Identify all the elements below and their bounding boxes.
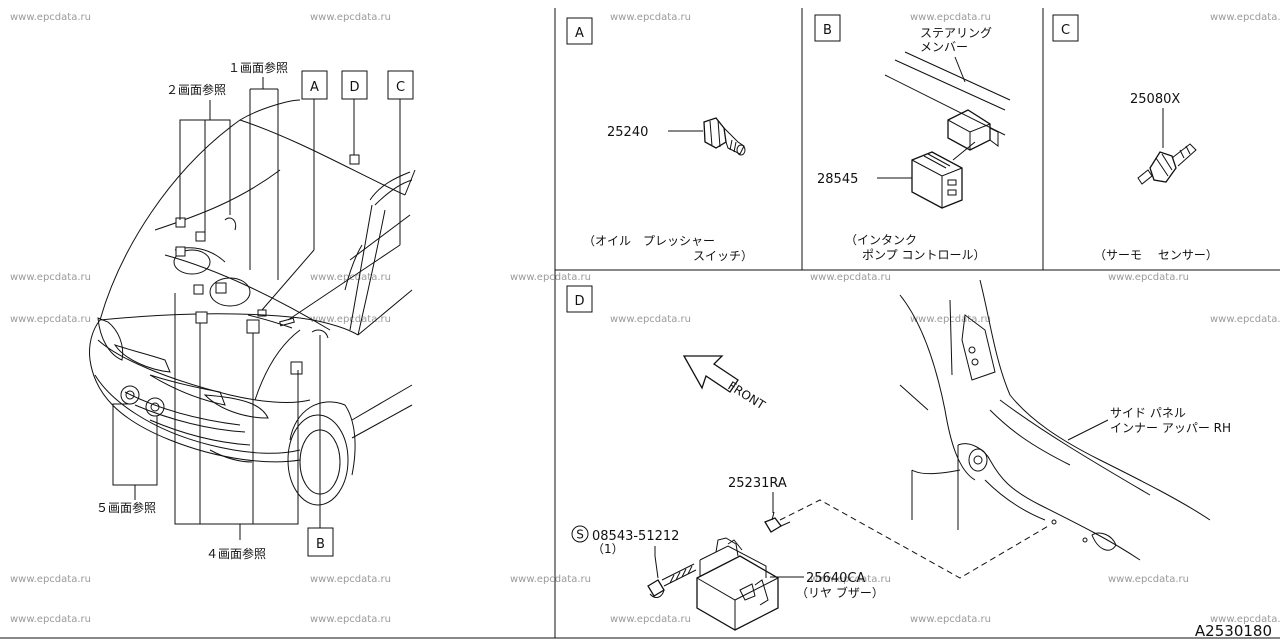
panel-d-letter: D [574,294,584,309]
watermark: www.epcdata.ru [910,12,991,23]
panel-b: B ステアリング メンバー 28545 （インタンク ポンプ コントロール） [814,14,1011,262]
callout-c: C [396,80,405,95]
bolt-symbol-circle [571,525,589,543]
callout-c-box [387,70,414,100]
steering-member-label-line1: ステアリング [920,26,992,40]
ref-page-1: １画面参照 [228,60,288,75]
rear-buzzer-part-number: 25640CA [806,571,865,586]
callout-b-box [307,527,334,557]
steering-member-label-line2: メンバー [920,40,968,54]
grommet-part-number: 25231RA [728,476,787,491]
watermark: www.epcdata.ru [310,314,391,325]
grommet-icon [764,511,791,533]
oil-pressure-switch-caption-line2: スイッチ） [693,249,753,263]
panel-d-letter-box [566,285,593,313]
rear-buzzer-name: （リヤ ブザー） [796,585,884,600]
watermark: www.epcdata.ru [610,314,691,325]
thermo-sensor-icon [1137,143,1197,185]
thermo-sensor-caption: （サーモ センサー） [1094,248,1218,262]
bolt-quantity: （1） [592,542,624,556]
front-label: FRONT [725,379,768,413]
watermark: www.epcdata.ru [810,574,891,585]
bolt-part-number: 08543-51212 [592,529,679,544]
watermark: www.epcdata.ru [10,12,91,23]
watermark: www.epcdata.ru [910,614,991,625]
steering-member [884,51,1011,151]
oil-pressure-switch-caption-line1: （オイル プレッシャー [583,234,715,248]
ref-page-2: ２画面参照 [166,82,226,97]
watermark: www.epcdata.ru [1210,614,1280,625]
watermark: www.epcdata.ru [310,12,391,23]
figure-id: A2530180 [1195,622,1272,640]
panel-c: C 25080X （サーモ センサー） [1052,14,1218,262]
ref-page-5: ５画面参照 [96,500,156,515]
side-panel-label-line1: サイド パネル [1110,406,1186,420]
ref-page-4: ４画面参照 [206,546,266,561]
pump-control-unit-icon [911,151,963,209]
bolt-symbol: S [576,528,584,542]
callout-a: A [310,80,319,95]
front-arrow-icon [682,355,739,393]
panel-a-letter-box [566,17,593,45]
panel-b-letter-box [814,14,841,42]
watermark: www.epcdata.ru [1210,12,1280,23]
watermark: www.epcdata.ru [510,574,591,585]
watermark: www.epcdata.ru [610,614,691,625]
callout-b: B [316,537,325,552]
vehicle-overview: A D C B １画面参照 ２画面参照 ４画面参照 ５画面参照 [89,60,416,561]
panel-c-letter: C [1061,23,1070,38]
watermark: www.epcdata.ru [1210,314,1280,325]
pump-control-part-number: 28545 [817,172,858,187]
panel-a-letter: A [575,26,584,41]
pump-control-caption-line1: （インタンク [845,233,917,247]
watermark: www.epcdata.ru [10,614,91,625]
oil-pressure-switch-part-number: 25240 [607,125,648,140]
panel-frame [0,8,1280,639]
watermark: www.epcdata.ru [610,12,691,23]
callout-d: D [349,80,359,95]
watermark: www.epcdata.ru [310,614,391,625]
watermark: www.epcdata.ru [510,272,591,283]
watermark: www.epcdata.ru [10,314,91,325]
panel-c-letter-box [1052,14,1079,42]
side-panel-inner-upper [899,279,1211,561]
car-body-outline [89,99,416,506]
callout-d-box [341,70,368,100]
leader-lines [112,77,401,540]
rear-buzzer-icon [696,537,779,631]
watermark: www.epcdata.ru [810,272,891,283]
watermark: www.epcdata.ru [1108,272,1189,283]
bolt-icon [647,563,697,598]
side-panel-label-line2: インナー アッパー RH [1110,421,1231,435]
watermark: www.epcdata.ru [10,574,91,585]
connector-blocks [175,154,360,375]
watermark: www.epcdata.ru [10,272,91,283]
watermark: www.epcdata.ru [310,574,391,585]
callout-a-box [301,70,328,100]
thermo-sensor-part-number: 25080X [1130,92,1180,107]
panel-d: D FRONT サイド パネル [566,279,1231,631]
panel-b-letter: B [823,23,832,38]
pump-control-caption-line2: ポンプ コントロール） [862,248,985,262]
panel-a: A 25240 （オイル プレッシャー スイッチ） [566,17,753,263]
watermark: www.epcdata.ru [310,272,391,283]
oil-pressure-switch-icon [703,117,746,156]
watermark: www.epcdata.ru [1108,574,1189,585]
